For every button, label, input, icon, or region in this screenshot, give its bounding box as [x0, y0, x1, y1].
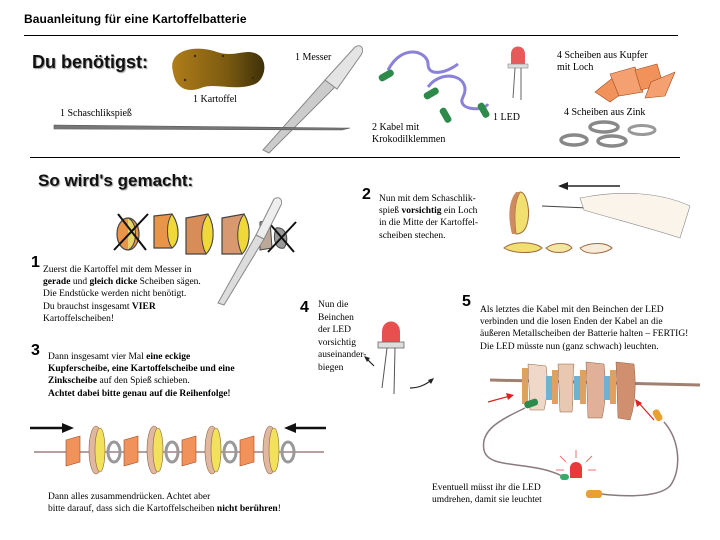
text: bitte darauf, dass sich die Kartoffelsch…	[48, 504, 217, 515]
led-bending-illustration	[364, 321, 434, 395]
section-divider	[30, 157, 680, 158]
step-3-line: Dann insgesamt vier Mal eine eckige	[48, 351, 235, 363]
step-2-line: Nun mit dem Schaschlik-	[379, 194, 476, 204]
step-3-text: Dann insgesamt vier Mal eine eckige Kupf…	[48, 351, 235, 400]
emphasis: gerade	[43, 277, 71, 288]
step-4-line: vorsichtig	[318, 337, 356, 348]
arrow-left-head	[62, 423, 74, 433]
potato-label: 1 Kartoffel	[193, 94, 237, 105]
led-label: 1 LED	[493, 112, 520, 123]
skewer-illustration	[53, 124, 351, 131]
step-5-note-line: Eventuell müsst ihr die LED	[432, 483, 541, 493]
emphasis: VIER	[131, 301, 156, 312]
zinc-discs-illustration	[559, 120, 657, 148]
potato-slice-face	[210, 427, 222, 473]
step-1-line: gerade und gleich dicke Scheiben sägen.	[43, 276, 201, 288]
arrow-right-head	[284, 423, 296, 433]
step-2-line: in die Mitte der Kartoffel-	[379, 218, 479, 229]
emphasis: nicht berühren	[216, 504, 278, 515]
step-5-line: Die LED müsste nun (ganz schwach) leucht…	[480, 341, 659, 352]
copper-label-line2: mit Loch	[557, 62, 594, 73]
cables-label-line1: 2 Kabel mit	[372, 122, 420, 133]
step-5-note-line: umdrehen, damit sie leuchtet	[432, 495, 542, 506]
step-5-number: 5	[462, 293, 471, 310]
step-4-line: biegen	[318, 362, 344, 373]
step-1-line: Du brauchst insgesamt VIER	[43, 301, 201, 313]
step-3-line: Kupferscheibe, eine Kartoffelscheibe und…	[48, 363, 235, 375]
text: Dann insgesamt vier Mal	[48, 352, 147, 362]
step-5-line: Als letztes die Kabel mit den Beinchen d…	[480, 305, 664, 315]
knife-label: 1 Messer	[295, 52, 332, 63]
step-2-line: spieß vorsichtig ein Loch	[379, 205, 478, 217]
step-4-line: Nun die	[318, 300, 349, 310]
text: !	[277, 504, 281, 515]
hand-piercing-illustration	[503, 182, 691, 254]
title-divider	[24, 35, 678, 36]
step-3-number: 3	[31, 342, 40, 359]
step-4-text: Nun die Beinchen der LED vorsichtig ause…	[318, 299, 366, 375]
finished-battery-illustration	[482, 361, 701, 498]
potato-slice-face	[94, 427, 106, 473]
copper-plate	[123, 435, 139, 467]
text: auf den Spieß schieben.	[97, 376, 190, 387]
step-3-line: Zinkscheibe auf den Spieß schieben.	[48, 375, 235, 387]
step-2-line: scheiben stechen.	[379, 230, 446, 241]
copper-plate	[239, 435, 255, 467]
step-4-number: 4	[300, 299, 309, 316]
step-3-after-line: Dann alles zusammendrücken. Achtet aber	[48, 492, 211, 502]
step-5-text: Als letztes die Kabel mit den Beinchen d…	[480, 304, 688, 353]
step-2-number: 2	[362, 186, 371, 203]
potato-slices-illustration	[113, 213, 297, 255]
zinc-disc	[280, 440, 296, 464]
zinc-disc	[106, 440, 122, 464]
emphasis: Kupferscheibe, eine Kartoffelscheibe und…	[48, 364, 235, 375]
step-5-note: Eventuell müsst ihr die LED umdrehen, da…	[432, 482, 542, 506]
text: ein Loch	[441, 206, 478, 217]
zinc-disc	[222, 440, 238, 464]
step-1-number: 1	[31, 254, 40, 271]
step-3-after-line: bitte darauf, dass sich die Kartoffelsch…	[48, 503, 281, 515]
materials-heading: Du benötigst:	[32, 52, 148, 72]
step-5-line: äußeren Metallscheiben der Batterie halt…	[480, 329, 689, 340]
text: Du brauchst insgesamt	[43, 301, 132, 312]
step-2-text: Nun mit dem Schaschlik- spieß vorsichtig…	[379, 193, 478, 242]
emphasis: Zinkscheibe	[48, 376, 98, 387]
step-1-line: Die Endstücke werden nicht benötigt.	[43, 289, 187, 300]
emphasis: eine eckige	[146, 352, 191, 362]
led-illustration	[507, 46, 529, 100]
cables-label-line2: Krokodilklemmen	[372, 134, 446, 145]
emphasis: gleich dicke	[89, 277, 138, 288]
copper-plate	[181, 435, 197, 467]
crocodile-cables-illustration	[378, 50, 490, 123]
emphasis: vorsichtig	[401, 206, 442, 217]
text: und	[70, 277, 90, 288]
step-1-text: Zuerst die Kartoffel mit dem Messer in g…	[43, 264, 201, 325]
document-title: Bauanleitung für eine Kartoffelbatterie	[24, 12, 247, 26]
knife-illustration	[262, 45, 364, 154]
zinc-disc	[164, 440, 180, 464]
text: spieß	[379, 206, 402, 217]
copper-label-line1: 4 Scheiben aus Kupfer	[557, 50, 648, 61]
knife-saw-illustration	[217, 197, 283, 306]
copper-plates-illustration	[594, 63, 676, 103]
instructions-heading: So wird's gemacht:	[38, 171, 194, 190]
step-4-line: Beinchen	[318, 312, 354, 323]
skewer-label: 1 Schaschlikspieß	[60, 108, 132, 119]
step-4-line: der LED	[318, 325, 351, 336]
step-4-line: auseinander-	[318, 350, 367, 361]
potato-illustration	[172, 48, 265, 91]
potato-slice-face	[152, 427, 164, 473]
copper-plate	[65, 435, 81, 467]
step-1-line: Zuerst die Kartoffel mit dem Messer in	[43, 265, 192, 275]
step-3-after-text: Dann alles zusammendrücken. Achtet aber …	[48, 491, 281, 515]
step-5-line: verbinden und die losen Enden der Kabel …	[480, 317, 663, 328]
battery-stack-illustration	[30, 423, 326, 475]
step-3-line: Achtet dabei bitte genau auf die Reihenf…	[48, 388, 235, 400]
text: Scheiben sägen.	[137, 277, 201, 288]
potato-slice-face	[268, 427, 280, 473]
zinc-label: 4 Scheiben aus Zink	[564, 107, 646, 118]
emphasis: Achtet dabei bitte genau auf die Reihenf…	[48, 388, 231, 399]
step-1-line: Kartoffelscheiben!	[43, 313, 115, 324]
